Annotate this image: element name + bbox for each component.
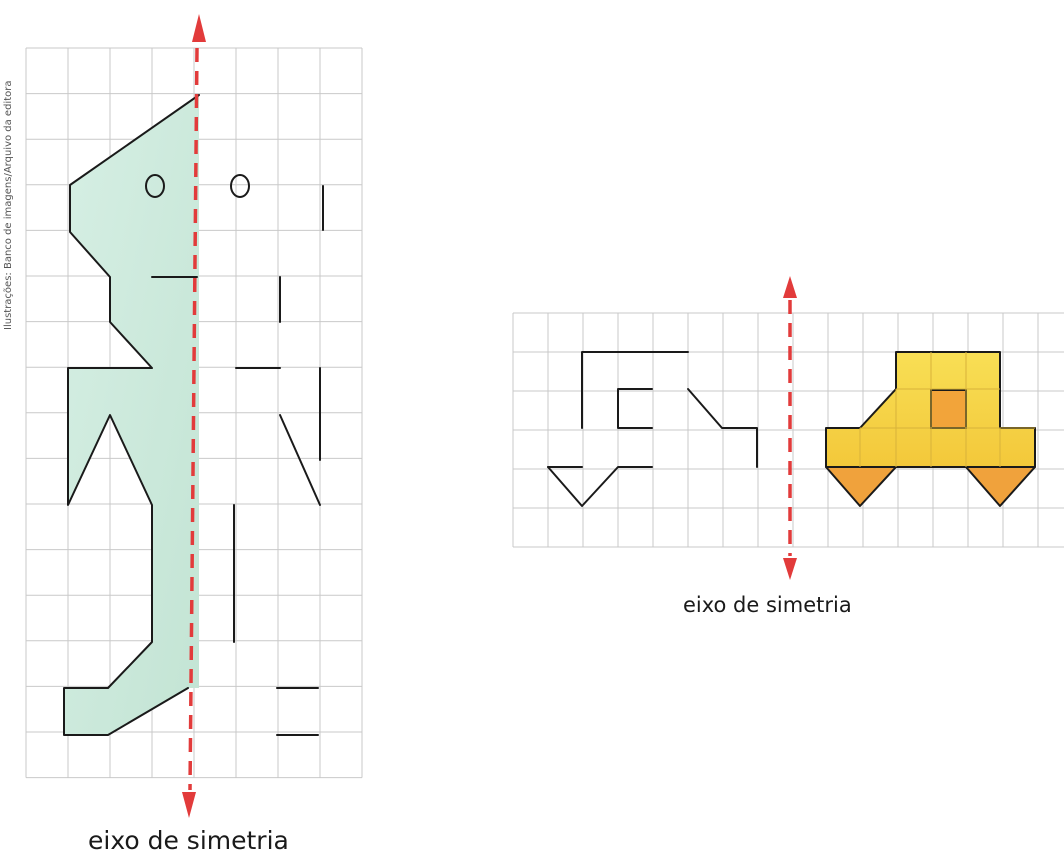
axis-arrow-up-icon — [192, 14, 206, 42]
axis-arrow-down-icon — [783, 558, 797, 580]
person-eye-right — [231, 175, 249, 197]
axis-arrow-down-icon — [182, 792, 196, 818]
person-fill — [64, 95, 199, 735]
person-figure — [64, 95, 323, 735]
car-window — [931, 390, 966, 428]
car-wheel-left — [826, 467, 896, 506]
image-credit: Ilustrações: Banco de imagens/Arquivo da… — [3, 81, 14, 331]
right-symmetry-axis — [783, 276, 797, 580]
car-wheel-right — [966, 467, 1035, 506]
mark-right-5 — [280, 415, 320, 505]
car-figure — [826, 352, 1035, 506]
axis-arrow-up-icon — [783, 276, 797, 298]
right-axis-label: eixo de simetria — [683, 593, 852, 617]
left-axis-label: eixo de simetria — [88, 826, 289, 855]
